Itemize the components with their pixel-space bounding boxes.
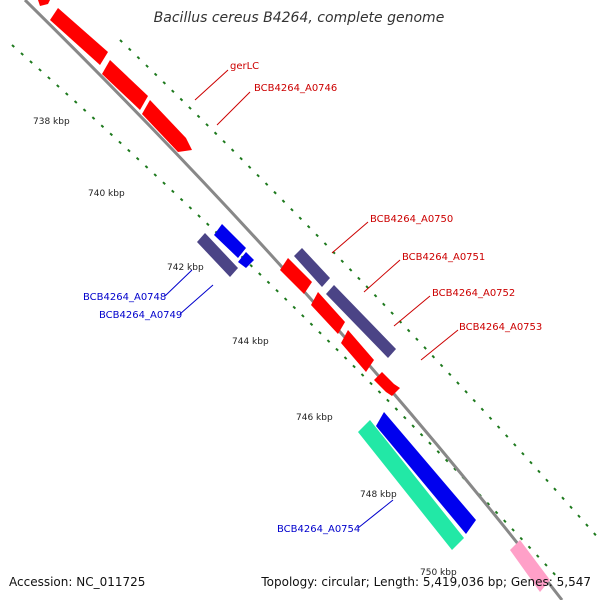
gene-label-a0748[interactable]: BCB4264_A0748 (83, 292, 166, 303)
gene-arrow[interactable] (50, 8, 108, 65)
gene-label-a0753[interactable]: BCB4264_A0753 (459, 322, 542, 333)
gene-label-gerlc[interactable]: gerLC (230, 61, 259, 72)
gene-arrow[interactable] (341, 330, 374, 372)
gene-label-a0746[interactable]: BCB4264_A0746 (254, 83, 337, 94)
gene-label-a0752[interactable]: BCB4264_A0752 (432, 288, 515, 299)
gene-arrow[interactable] (142, 100, 192, 152)
gene-arrow[interactable] (38, 0, 52, 6)
gene-arrow[interactable] (280, 258, 312, 294)
gene-label-a0751[interactable]: BCB4264_A0751 (402, 252, 485, 263)
map-title: Bacillus cereus B4264, complete genome (154, 10, 445, 26)
tick-label: 740 kbp (88, 189, 125, 199)
tick-guides (11, 39, 600, 581)
genome-backbone (23, 0, 564, 600)
gene-label-a0750[interactable]: BCB4264_A0750 (370, 214, 453, 225)
tick-labels: 738 kbp 740 kbp 742 kbp 744 kbp 746 kbp … (33, 117, 457, 578)
gene-arrow[interactable] (358, 420, 464, 550)
operon-block[interactable] (197, 233, 238, 277)
summary-text: Topology: circular; Length: 5,419,036 bp… (260, 575, 591, 589)
tick-label: 738 kbp (33, 117, 70, 127)
inner-tick-guide (119, 39, 600, 541)
gene-arrow[interactable] (214, 224, 246, 258)
outer-tick-guide (11, 44, 561, 581)
gene-arrow[interactable] (238, 252, 254, 268)
tick-label: 746 kbp (296, 413, 333, 423)
gene-labels: gerLC BCB4264_A0746 BCB4264_A0750 BCB426… (83, 61, 542, 535)
tick-label: 744 kbp (232, 337, 269, 347)
tick-label: 748 kbp (360, 490, 397, 500)
tick-label: 742 kbp (167, 263, 204, 273)
gene-arrow[interactable] (510, 540, 550, 592)
gene-arrow[interactable] (102, 60, 148, 110)
gene-arrow[interactable] (311, 292, 345, 334)
gene-label-a0754[interactable]: BCB4264_A0754 (277, 524, 360, 535)
gene-arrow[interactable] (374, 372, 400, 396)
gene-arrow[interactable] (376, 412, 476, 534)
operon-blocks (197, 233, 396, 358)
gene-label-a0749[interactable]: BCB4264_A0749 (99, 310, 182, 321)
accession-text: Accession: NC_011725 (9, 575, 145, 589)
operon-block[interactable] (294, 248, 330, 287)
reverse-genes (214, 224, 476, 534)
forward-genes (38, 0, 400, 396)
operon-block[interactable] (326, 285, 396, 358)
label-leaders (164, 69, 459, 529)
tick-label: 750 kbp (420, 568, 457, 578)
